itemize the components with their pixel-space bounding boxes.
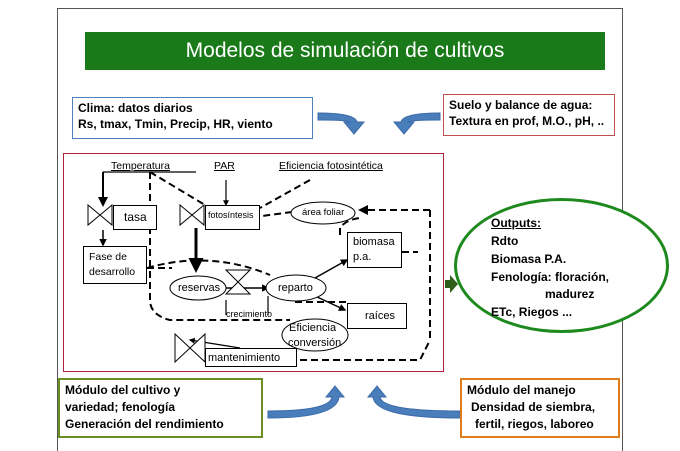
crecimiento-label: crecimiento	[226, 309, 273, 319]
reparto-ellipse	[265, 274, 327, 302]
suelo-box: Suelo y balance de agua: Textura en prof…	[443, 94, 615, 136]
manejo-arrow-icon	[366, 385, 461, 419]
raices-box	[347, 303, 407, 329]
mantenimiento-valve-icon	[174, 332, 206, 364]
fase-desarrollo-box	[83, 246, 147, 284]
crecimiento-valve-icon	[224, 269, 252, 295]
modulo-manejo-line1: Módulo del manejo	[467, 383, 576, 397]
suelo-line2: Textura en prof, M.O., pH, ..	[449, 114, 605, 128]
tasa-label: tasa	[124, 210, 147, 224]
fotosintesis-valve-icon	[179, 203, 205, 227]
cultivo-arrow-icon	[267, 385, 346, 419]
modulo-cultivo-box: Módulo del cultivo y variedad; fenología…	[58, 378, 263, 438]
biomasa-line1: biomasa	[353, 236, 395, 248]
biomasa-box	[347, 232, 402, 268]
modulo-cultivo-line3: Generación del rendimiento	[65, 417, 224, 431]
modulo-manejo-line2: Densidad de siembra,	[471, 400, 596, 414]
area-foliar-ellipse	[290, 201, 356, 225]
reparto-label: reparto	[278, 282, 313, 294]
outputs-heading: Outputs:	[491, 216, 541, 230]
suelo-arrow-icon	[392, 112, 441, 135]
outputs-item-rdto: Rdto	[491, 234, 519, 248]
fotosintesis-box	[205, 205, 260, 230]
modulo-cultivo-line2: variedad; fenología	[65, 400, 176, 414]
modulo-cultivo-line1: Módulo del cultivo y	[65, 383, 181, 397]
eficiencia-conv-line2: conversión	[288, 337, 342, 349]
outputs-item-etc: ETc, Riegos ...	[491, 305, 573, 319]
area-foliar-label: área foliar	[302, 207, 345, 218]
raices-label: raíces	[365, 310, 395, 322]
eficiencia-conversion-ellipse	[281, 318, 349, 352]
temperatura-label: Temperatura	[111, 160, 170, 172]
modulo-manejo-line3: fertil, riegos, laboreo	[475, 417, 594, 431]
mantenimiento-label: mantenimiento	[208, 352, 281, 364]
eficiencia-conv-line1: Eficiencia	[289, 322, 337, 334]
reservas-ellipse	[169, 275, 227, 301]
tasa-valve-icon	[87, 203, 113, 227]
fase-line1: Fase de	[89, 251, 127, 263]
fase-line2: desarrollo	[89, 266, 136, 278]
reservas-label: reservas	[178, 282, 221, 294]
slide-title: Modelos de simulación de cultivos	[85, 32, 605, 70]
outputs-item-madurez: madurez	[545, 287, 595, 301]
outputs-item-fenologia: Fenología: floración,	[491, 270, 610, 284]
mantenimiento-box	[205, 348, 297, 367]
fotosintesis-label: fotosíntesis	[208, 210, 254, 220]
outputs-item-biomasa: Biomasa P.A.	[491, 252, 567, 266]
outputs-arrow-icon	[445, 275, 458, 293]
eficiencia-fotosintetica-label: Eficiencia fotosintética	[279, 160, 383, 172]
biomasa-line2: p.a.	[353, 251, 372, 263]
tasa-box	[113, 205, 157, 230]
par-label: PAR	[214, 160, 235, 172]
suelo-line1: Suelo y balance de agua:	[449, 98, 593, 112]
modulo-manejo-box: Módulo del manejo Densidad de siembra, f…	[460, 378, 620, 438]
clima-box: Clima: datos diarios Rs, tmax, Tmin, Pre…	[72, 97, 313, 139]
clima-line2: Rs, tmax, Tmin, Precip, HR, viento	[78, 117, 273, 131]
clima-arrow-icon	[317, 112, 366, 135]
clima-line1: Clima: datos diarios	[78, 101, 193, 115]
outputs-ellipse: Outputs: Rdto Biomasa P.A. Fenología: fl…	[454, 198, 669, 333]
